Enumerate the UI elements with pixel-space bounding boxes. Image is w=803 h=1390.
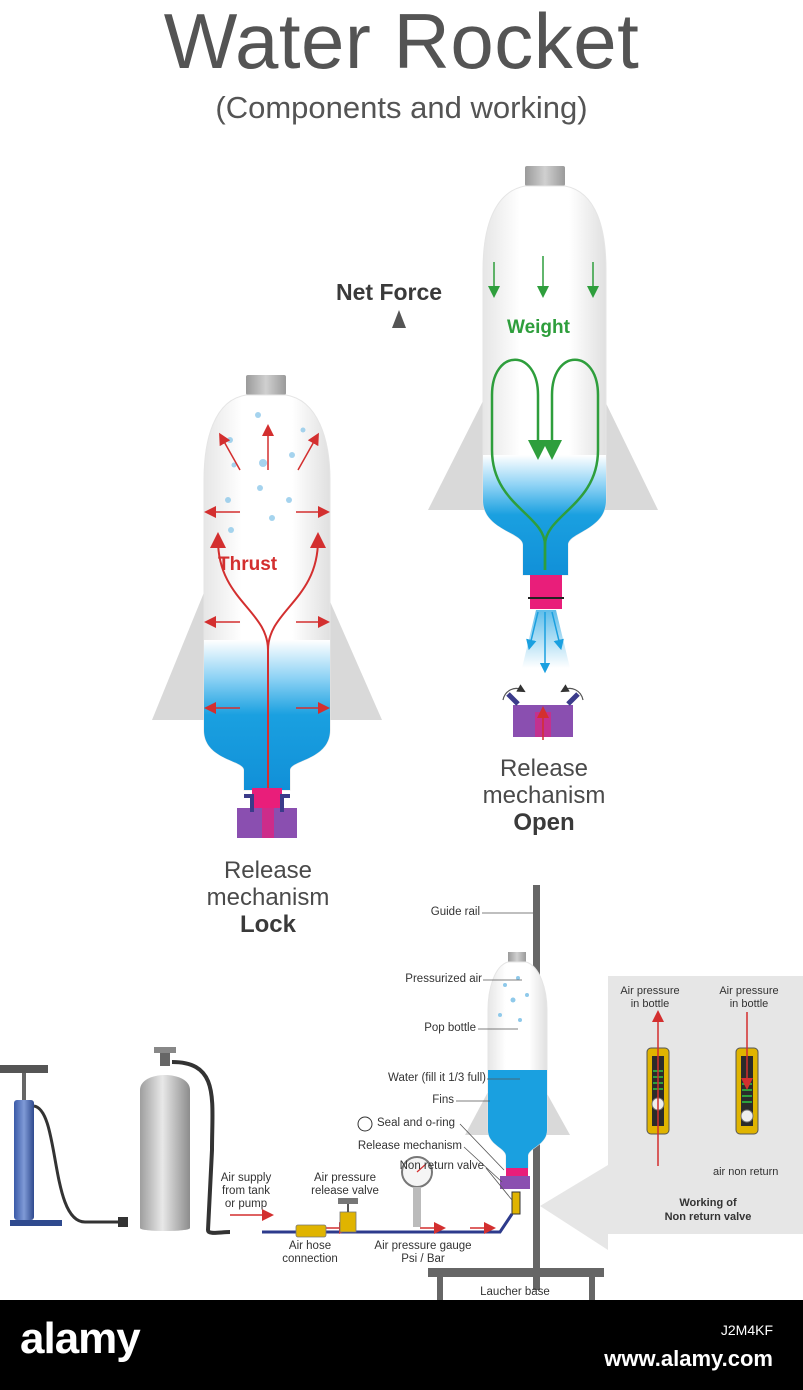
thrust-label: Thrust [218, 554, 278, 575]
valve-open-drawing [646, 1010, 670, 1166]
right-caption-state: Open [513, 809, 575, 836]
left-caption-state: Lock [239, 911, 296, 938]
air-supply-line2: from tank [222, 1185, 270, 1197]
right-nozzle [530, 575, 562, 609]
page-subtitle: (Components and working) [215, 90, 588, 125]
air-hose-line2: connection [282, 1253, 338, 1265]
label-guide-rail: Guide rail [430, 906, 480, 918]
air-supply-line3: or pump [224, 1198, 268, 1210]
image-id: J2M4KF [720, 1322, 773, 1338]
panel-right-line2: in bottle [729, 998, 769, 1010]
left-fin-right [325, 590, 382, 720]
right-caption-line1: Release [499, 755, 589, 782]
air-supply-line1: Air supply [220, 1172, 272, 1184]
spray-arrows [526, 611, 564, 674]
right-bottle-cap [525, 166, 565, 186]
label-air-supply: Air supply from tank or pump [208, 1172, 284, 1211]
air-pressure-release-valve [338, 1198, 358, 1233]
water-spray [522, 610, 570, 668]
panel-caption: Working of Non return valve [628, 1196, 788, 1224]
left-pressure-arrows [204, 424, 330, 714]
launcher-setup [0, 885, 604, 1300]
air-pressure-gauge [401, 1156, 433, 1227]
water-rocket-diagram [0, 166, 658, 1300]
panel-label-right: Air pressure in bottle [706, 985, 792, 1011]
panel-label-left: Air pressure in bottle [612, 985, 688, 1011]
left-caption-line1: Release [223, 857, 313, 884]
right-water [483, 455, 606, 575]
gas-tank [140, 1047, 231, 1235]
non-return-valve-panel [608, 976, 803, 1234]
callout-connector [540, 1165, 608, 1250]
weight-flow-arrows [490, 358, 600, 570]
label-water: Water (fill it 1/3 full) [388, 1072, 486, 1084]
small-release-mechanism [500, 1176, 530, 1189]
label-fins: Fins [432, 1094, 454, 1106]
panel-caption-line2: Non return valve [664, 1211, 752, 1223]
right-fin-right [602, 395, 658, 510]
left-thrust-arrows [210, 532, 326, 800]
seal-ring-icon [357, 1116, 373, 1132]
air-hose-line1: Air hose [288, 1240, 332, 1252]
label-pressure-gauge: Air pressure gauge Psi / Bar [356, 1240, 490, 1266]
hand-pump [0, 1065, 128, 1227]
left-bottle-cap [246, 375, 286, 395]
left-rocket [152, 375, 382, 838]
label-seal: Seal and o-ring [377, 1117, 455, 1129]
gauge-line1: Air pressure gauge [374, 1240, 472, 1252]
label-air-hose: Air hose connection [270, 1240, 350, 1266]
left-caption-line2: mechanism [206, 884, 330, 911]
launcher-base [428, 1268, 604, 1277]
page-title: Water Rocket [163, 0, 640, 85]
label-pressurized-air: Pressurized air [405, 973, 482, 985]
right-caption-line2: mechanism [482, 782, 606, 809]
right-fin-left [428, 395, 486, 510]
weight-label: Weight [507, 317, 570, 338]
left-lock-clamps [244, 794, 290, 812]
label-release-mechanism: Release mechanism [357, 1140, 462, 1152]
right-release-caption: Release mechanism Open [444, 755, 644, 836]
panel-left-line1: Air pressure [620, 985, 680, 997]
release-valve-line1: Air pressure [314, 1172, 376, 1184]
panel-air-non-return: air non return [713, 1166, 779, 1178]
air-flow-arrows [230, 1209, 496, 1234]
panel-caption-line1: Working of [679, 1197, 737, 1209]
net-force-label: Net Force [336, 279, 443, 305]
panel-left-line2: in bottle [630, 998, 670, 1010]
valve-drawings [646, 1010, 759, 1166]
alamy-url: www.alamy.com [604, 1346, 773, 1371]
left-nozzle [252, 788, 282, 810]
valve-closed-drawing [735, 1012, 759, 1135]
leader-lines [456, 912, 533, 1201]
small-non-return-valve [511, 1191, 521, 1215]
label-non-return-valve: Non return valve [399, 1160, 484, 1172]
label-launcher-base: Laucher base [480, 1286, 550, 1298]
left-release-caption: Release mechanism Lock [168, 857, 368, 938]
weight-arrows [488, 256, 599, 298]
air-hose-connector [295, 1224, 327, 1238]
label-pop-bottle: Pop bottle [424, 1022, 476, 1034]
gauge-line2: Psi / Bar [401, 1253, 445, 1265]
label-release-valve: Air pressure release valve [300, 1172, 390, 1198]
watermark-footer [0, 1300, 803, 1390]
release-valve-line2: release valve [311, 1185, 379, 1197]
alamy-logo: alamy [20, 1314, 141, 1363]
left-air-bubbles [225, 412, 306, 533]
right-rocket [392, 166, 658, 740]
panel-right-line1: Air pressure [719, 985, 779, 997]
left-fin-left [152, 590, 210, 720]
